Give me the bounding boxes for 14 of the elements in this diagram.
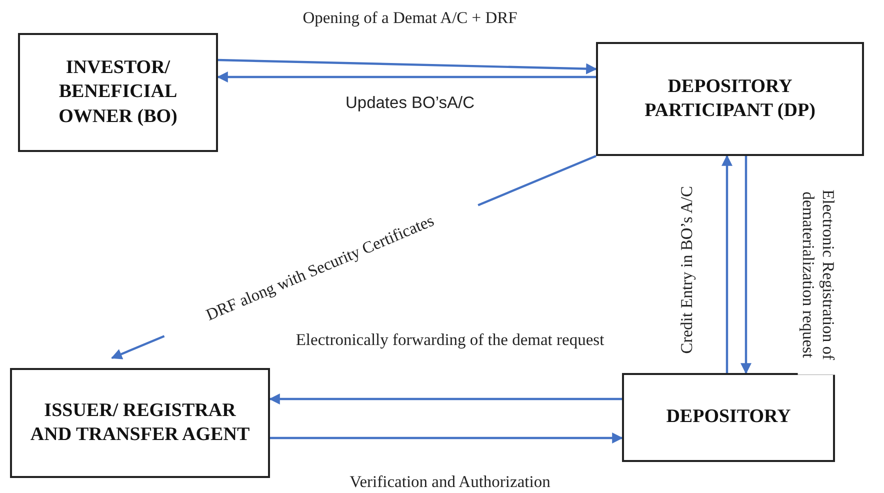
arrow <box>216 72 596 82</box>
process-box <box>622 373 835 462</box>
arrow <box>268 394 622 404</box>
arrow <box>740 156 752 374</box>
node-label: INVESTOR/ BENEFICIAL OWNER (BO) <box>58 56 178 129</box>
node-label: DEPOSITORY PARTICIPANT (DP) <box>644 74 816 123</box>
arrow <box>270 432 624 444</box>
process-box <box>10 368 270 478</box>
arrow <box>218 58 598 74</box>
process-box <box>18 33 218 152</box>
arrow <box>722 154 732 373</box>
process-box <box>596 42 864 156</box>
node-label: DEPOSITORY <box>666 405 791 430</box>
node-label: ISSUER/ REGISTRAR AND TRANSFER AGENT <box>29 398 251 447</box>
